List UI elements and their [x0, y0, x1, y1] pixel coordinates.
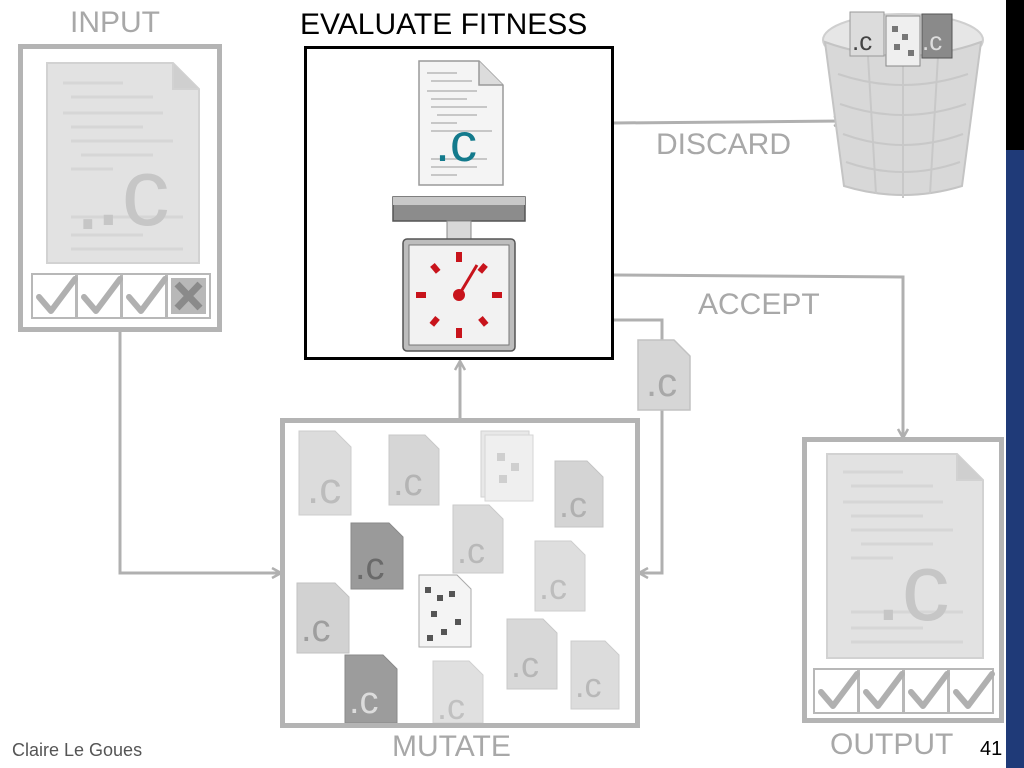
output-test-row	[813, 668, 995, 716]
mutant-file-icon: .c	[344, 654, 398, 724]
label-discard: DISCARD	[656, 128, 792, 161]
mutate-box: .c .c .c .c .c .c .c	[280, 418, 640, 728]
svg-text:.c: .c	[301, 608, 331, 650]
check-pass-icon	[908, 671, 950, 709]
input-file-icon: . .c	[46, 62, 200, 264]
mutant-file-icon	[480, 430, 534, 502]
svg-text:.c: .c	[355, 546, 385, 588]
arrow-evaluate-to-output	[613, 273, 903, 437]
arrow-evaluate-to-discard	[613, 121, 842, 123]
mutant-file-icon: .c	[296, 582, 350, 654]
svg-text:.c: .c	[307, 464, 341, 513]
loop-file-icon: .c	[637, 339, 691, 411]
check-pass-icon	[818, 671, 860, 709]
svg-text:.c: .c	[539, 566, 567, 607]
mutant-file-icon: .c	[570, 640, 620, 710]
svg-text:.c: .c	[435, 113, 477, 173]
slide-edge-black	[1006, 0, 1024, 150]
svg-text:.c: .c	[875, 534, 950, 641]
mutant-file-icon: .c	[534, 540, 586, 612]
mutant-file-icon: .c	[506, 618, 558, 690]
discarded-files: .c .c	[849, 11, 953, 67]
input-test-results	[31, 273, 211, 319]
mutant-file-icon: .c	[432, 660, 484, 727]
input-test-row	[31, 273, 211, 321]
mutant-file-icon: .c	[452, 504, 504, 574]
fitness-scale-illustration: .c	[392, 60, 526, 352]
svg-text:.c: .c	[457, 530, 485, 571]
label-evaluate-fitness: EVALUATE FITNESS	[300, 8, 588, 41]
evaluate-box: .c	[304, 46, 614, 360]
trash-bin-icon: .c .c	[822, 11, 984, 198]
output-test-results	[813, 668, 995, 714]
mutant-file-icon: .c	[554, 460, 604, 528]
svg-text:.c: .c	[511, 644, 539, 685]
footer-author: Claire Le Goues	[12, 740, 143, 760]
svg-text:.c: .c	[646, 361, 677, 405]
svg-text:.c: .c	[95, 139, 170, 246]
svg-text:.: .	[75, 147, 101, 249]
page-number: 41	[980, 738, 1003, 760]
arrow-loop-to-mutate	[614, 318, 664, 573]
mutant-file-icon: .c	[298, 430, 352, 516]
check-pass-icon	[36, 276, 78, 314]
svg-text:.c: .c	[852, 26, 872, 56]
check-fail-icon	[174, 281, 203, 311]
label-input: INPUT	[70, 6, 160, 39]
svg-text:.c: .c	[349, 680, 379, 722]
mutant-population: .c .c .c .c .c .c .c	[296, 430, 620, 727]
mutant-file-icon: .c	[350, 522, 404, 590]
check-pass-icon	[953, 671, 995, 709]
svg-text:.c: .c	[922, 26, 942, 56]
svg-text:.c: .c	[437, 686, 465, 723]
check-pass-icon	[126, 276, 168, 314]
mutant-file-icon: .c	[388, 434, 440, 506]
output-box: .c	[802, 437, 1004, 723]
check-pass-icon	[81, 276, 123, 314]
label-accept: ACCEPT	[698, 288, 820, 321]
svg-text:.c: .c	[575, 667, 601, 705]
check-pass-icon	[863, 671, 905, 709]
corrupted-file-icon	[418, 574, 472, 648]
svg-text:.c: .c	[559, 484, 587, 525]
output-file-icon: .c	[826, 453, 984, 659]
slide-edge-blue	[1006, 150, 1024, 768]
label-mutate: MUTATE	[392, 730, 511, 763]
arrow-input-to-mutate	[118, 332, 280, 573]
label-output: OUTPUT	[830, 728, 954, 761]
input-box: . .c	[18, 44, 222, 332]
svg-text:.c: .c	[393, 462, 423, 504]
